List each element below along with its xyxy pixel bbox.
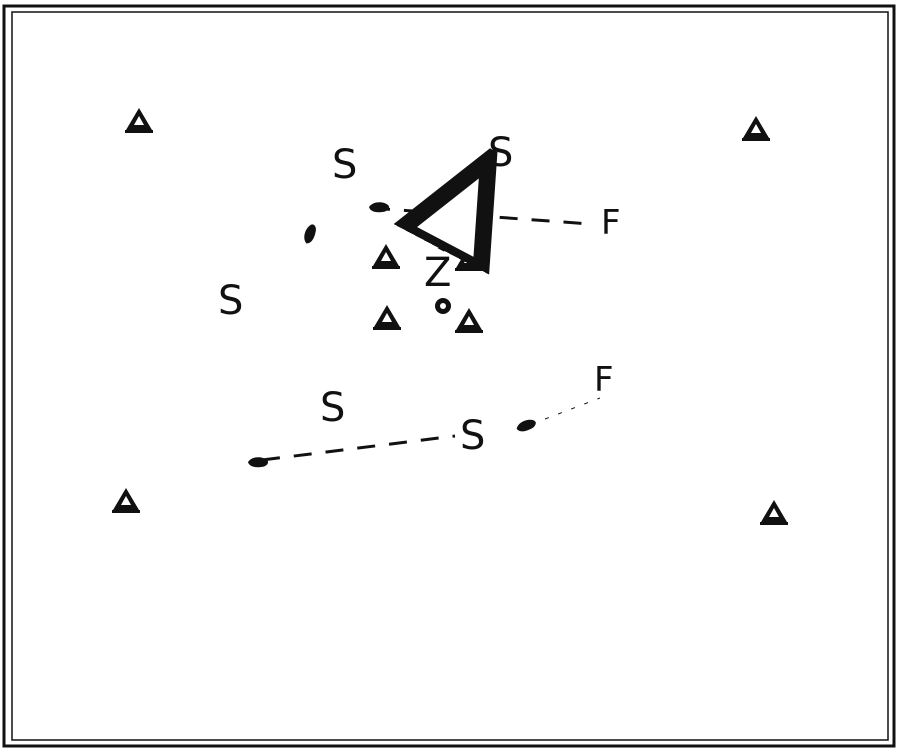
label-s-bottom-right: S <box>460 413 485 459</box>
ball-icon <box>435 298 451 314</box>
cone-icon-top-right <box>742 116 770 141</box>
label-s-top-right: S <box>488 130 513 176</box>
cone-icon-center-2 <box>455 246 483 271</box>
player-marker-icon-top <box>369 202 390 213</box>
cone-icon-center-1 <box>372 244 400 269</box>
cone-icon-top-left <box>125 108 153 133</box>
cone-icon-bottom-left <box>112 488 140 513</box>
label-s-bottom-left: S <box>320 385 345 431</box>
cone-icon-center-4 <box>455 308 483 333</box>
dashed-path-bottom <box>261 434 456 462</box>
diagram-border-inner <box>11 11 889 741</box>
label-s-left: S <box>218 278 243 324</box>
pass-arrow <box>441 180 478 250</box>
label-s-top-left: S <box>332 142 357 188</box>
label-f-top: F <box>601 203 621 243</box>
player-marker-icon-bottom-right <box>515 417 538 434</box>
label-z: Z <box>424 250 451 296</box>
cone-icon-bottom-right <box>760 500 788 525</box>
label-f-right: F <box>594 360 614 400</box>
diagram-border-outer <box>2 4 896 748</box>
cone-icon-center-3 <box>373 305 401 330</box>
player-marker-icon-left <box>301 222 319 246</box>
dashed-path-top <box>371 206 591 226</box>
dashed-path-right <box>531 397 601 425</box>
